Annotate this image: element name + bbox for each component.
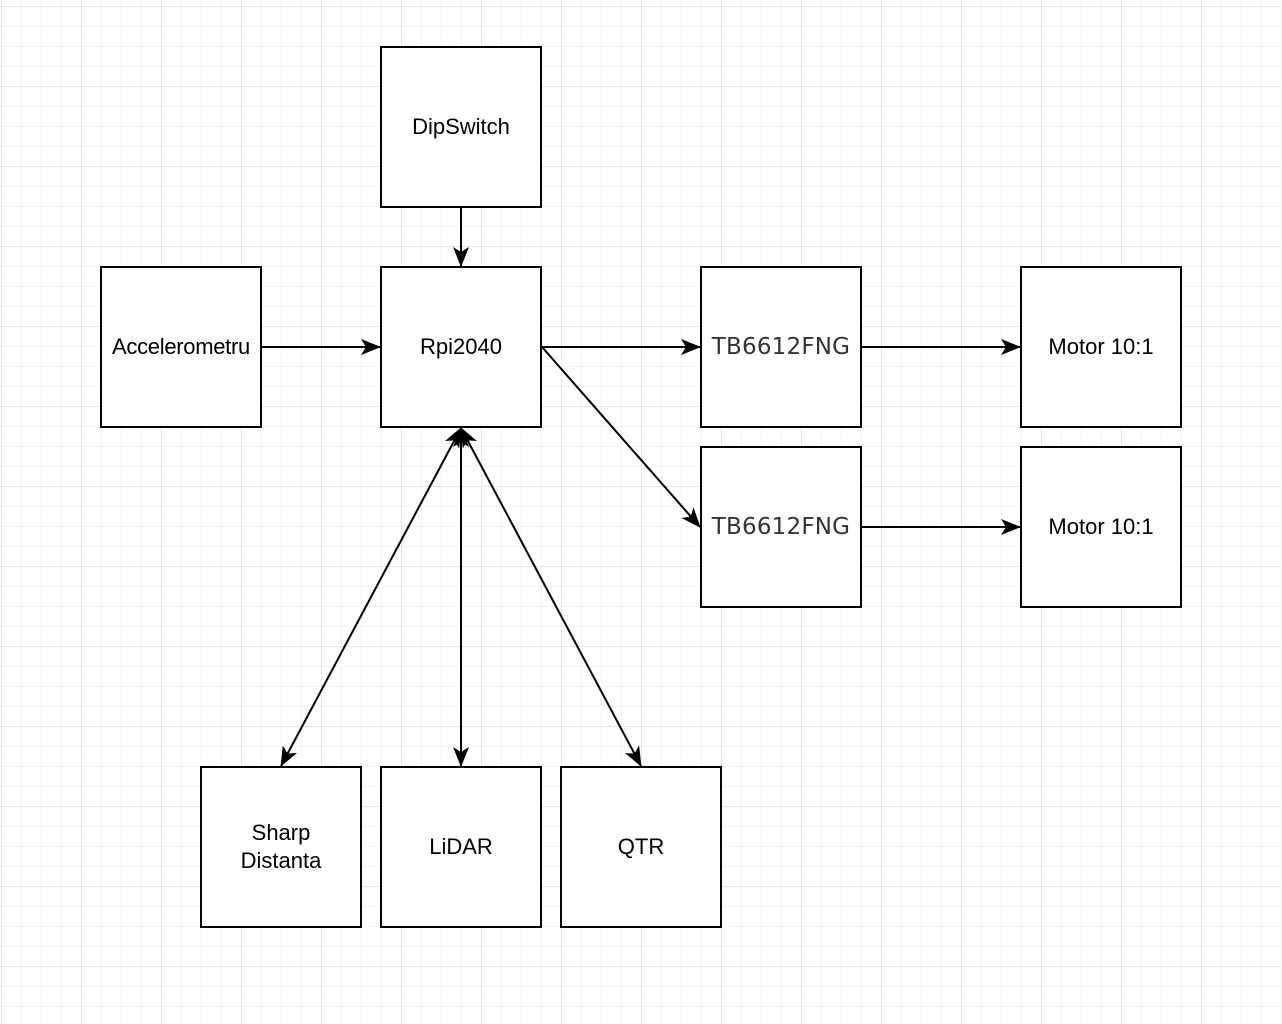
node-sharp-distanta[interactable]: Sharp Distanta <box>200 766 362 928</box>
node-dipswitch[interactable]: DipSwitch <box>380 46 542 208</box>
node-rpi2040[interactable]: Rpi2040 <box>380 266 542 428</box>
node-tb6612fng-2[interactable]: TB6612FNG <box>700 446 862 608</box>
node-qtr[interactable]: QTR <box>560 766 722 928</box>
node-motor-1[interactable]: Motor 10:1 <box>1020 266 1182 428</box>
edge-rpi-qtr <box>460 427 642 767</box>
node-accelerometru[interactable]: Accelerometru <box>100 266 262 428</box>
node-motor-2[interactable]: Motor 10:1 <box>1020 446 1182 608</box>
node-tb6612fng-1[interactable]: TB6612FNG <box>700 266 862 428</box>
node-lidar[interactable]: LiDAR <box>380 766 542 928</box>
edge-rpi-driver2 <box>541 346 701 528</box>
edge-rpi-sharp <box>280 427 462 767</box>
